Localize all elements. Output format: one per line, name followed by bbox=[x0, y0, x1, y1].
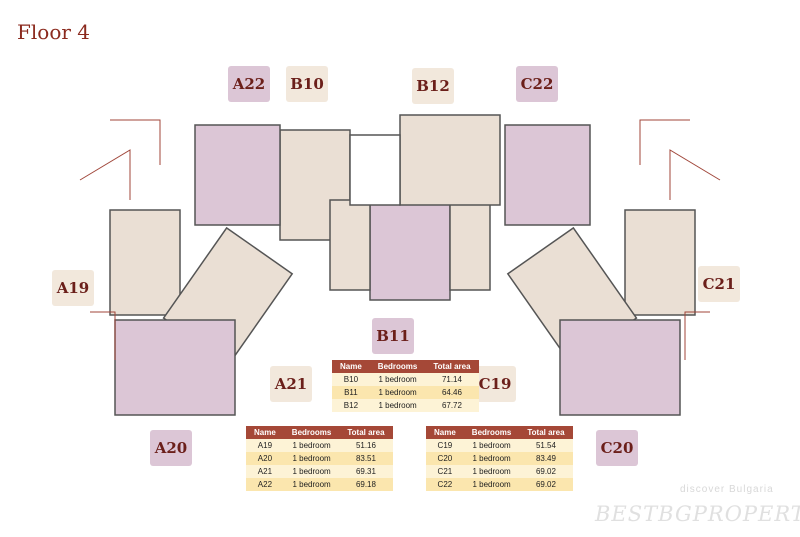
cell-bedrooms: 1 bedroom bbox=[369, 399, 426, 412]
unit-b12-plan bbox=[399, 114, 501, 206]
col-header-bedrooms: Bedrooms bbox=[463, 426, 520, 439]
cell-area: 83.49 bbox=[519, 452, 573, 465]
b11-side-room-left bbox=[329, 199, 371, 291]
unit-label-c22: C22 bbox=[516, 66, 558, 102]
cell-name: C22 bbox=[426, 478, 464, 491]
cell-area: 83.51 bbox=[339, 452, 393, 465]
cell-area: 67.72 bbox=[425, 399, 479, 412]
cell-name: A20 bbox=[246, 452, 284, 465]
unit-c21-plan bbox=[624, 209, 696, 316]
cell-bedrooms: 1 bedroom bbox=[463, 452, 520, 465]
col-header-name: Name bbox=[332, 360, 370, 373]
cell-bedrooms: 1 bedroom bbox=[463, 465, 520, 478]
unit-label-a20: A20 bbox=[150, 430, 192, 466]
col-header-area: Total area bbox=[425, 360, 479, 373]
unit-label-a22: A22 bbox=[228, 66, 270, 102]
cell-name: B12 bbox=[332, 399, 370, 412]
col-header-area: Total area bbox=[339, 426, 393, 439]
col-header-area: Total area bbox=[519, 426, 573, 439]
b11-side-room-right bbox=[449, 199, 491, 291]
stairwell bbox=[349, 134, 401, 206]
cell-area: 64.46 bbox=[425, 386, 479, 399]
unit-c22-plan bbox=[504, 124, 591, 226]
cell-bedrooms: 1 bedroom bbox=[463, 478, 520, 491]
cell-name: A19 bbox=[246, 439, 284, 452]
cell-bedrooms: 1 bedroom bbox=[369, 373, 426, 386]
cell-bedrooms: 1 bedroom bbox=[283, 478, 340, 491]
unit-a22-plan bbox=[194, 124, 281, 226]
unit-label-b10: B10 bbox=[286, 66, 328, 102]
cell-area: 71.14 bbox=[425, 373, 479, 386]
cell-area: 51.16 bbox=[339, 439, 393, 452]
col-header-name: Name bbox=[246, 426, 284, 439]
unit-a20-plan bbox=[114, 319, 236, 416]
cell-area: 69.02 bbox=[519, 478, 573, 491]
roof-left bbox=[79, 119, 161, 360]
col-header-bedrooms: Bedrooms bbox=[369, 360, 426, 373]
cell-bedrooms: 1 bedroom bbox=[283, 465, 340, 478]
cell-area: 69.18 bbox=[339, 478, 393, 491]
cell-bedrooms: 1 bedroom bbox=[283, 439, 340, 452]
unit-label-c21: C21 bbox=[698, 266, 740, 302]
col-header-name: Name bbox=[426, 426, 464, 439]
unit-b11-plan bbox=[369, 199, 451, 301]
watermark-tagline: discover Bulgaria bbox=[680, 484, 774, 495]
col-header-bedrooms: Bedrooms bbox=[283, 426, 340, 439]
cell-bedrooms: 1 bedroom bbox=[369, 386, 426, 399]
page-title: Floor 4 bbox=[17, 20, 90, 44]
cell-name: B10 bbox=[332, 373, 370, 386]
cell-bedrooms: 1 bedroom bbox=[283, 452, 340, 465]
unit-label-b11: B11 bbox=[372, 318, 414, 354]
unit-label-a21: A21 bbox=[270, 366, 312, 402]
unit-label-c19: C19 bbox=[474, 366, 516, 402]
cell-area: 51.54 bbox=[519, 439, 573, 452]
unit-label-a19: A19 bbox=[52, 270, 94, 306]
watermark-brand: BESTBGPROPERTIES bbox=[595, 502, 800, 526]
cell-name: C20 bbox=[426, 452, 464, 465]
roof-right bbox=[639, 119, 721, 360]
cell-name: B11 bbox=[332, 386, 370, 399]
cell-name: A21 bbox=[246, 465, 284, 478]
unit-label-c20: C20 bbox=[596, 430, 638, 466]
cell-area: 69.31 bbox=[339, 465, 393, 478]
cell-bedrooms: 1 bedroom bbox=[463, 439, 520, 452]
unit-a19-plan bbox=[109, 209, 181, 316]
cell-name: A22 bbox=[246, 478, 284, 491]
unit-label-b12: B12 bbox=[412, 68, 454, 104]
unit-c20-plan bbox=[559, 319, 681, 416]
cell-name: C19 bbox=[426, 439, 464, 452]
cell-name: C21 bbox=[426, 465, 464, 478]
cell-area: 69.02 bbox=[519, 465, 573, 478]
